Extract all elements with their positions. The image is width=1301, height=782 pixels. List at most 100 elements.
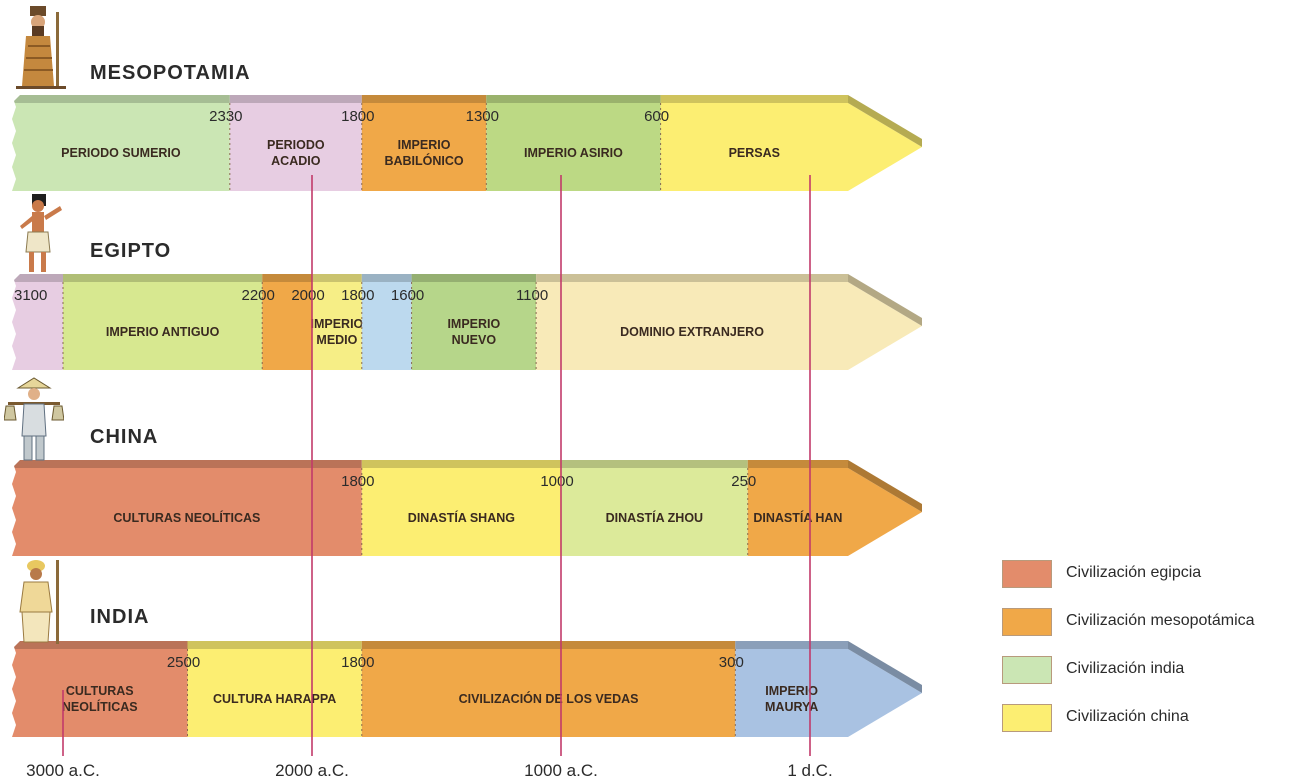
year-label: 1000 [540,473,573,490]
period-segment [229,103,362,191]
legend-item: Civilización egipcia [1002,560,1301,590]
period-segment-top [361,95,487,103]
period-segment [12,103,230,191]
period-segment-top [12,641,188,649]
arrow-tip-top [848,274,922,326]
period-segment-top [660,95,848,103]
period-label: DINASTÍA ZHOU [606,510,703,525]
axis-tick-label: 1000 a.C. [524,761,598,780]
legend-item: Civilización india [1002,656,1301,686]
period-segment [361,103,487,191]
period-segment [12,649,188,737]
period-label: CULTURAS [66,684,134,698]
title-china: CHINA [90,426,159,448]
title-india: INDIA [90,606,150,628]
indian-figure-icon [19,560,59,644]
torn-edge [8,641,16,737]
legend-label: Civilización egipcia [1066,564,1202,581]
year-label: 3100 [14,287,47,304]
axis-tick-label: 1 d.C. [787,761,832,780]
period-label: IMPERIO [398,138,451,152]
title-egipto: EGIPTO [90,240,172,262]
period-segment-top [12,274,63,282]
period-label: DOMINIO EXTRANJERO [620,325,764,339]
torn-edge [8,274,16,370]
timeline-mesopotamia: PERIODO SUMERIOPERIODOACADIOIMPERIOBABIL… [8,95,922,191]
period-segment [735,649,922,737]
period-segment-top [262,274,312,282]
period-segment-top [411,274,537,282]
legend-item: Civilización china [1002,704,1301,734]
period-label: PERIODO [267,138,325,152]
timeline-egipto: IMPERIO ANTIGUO IMPERIO MEDIO IMPERIO NUEVO D… [8,274,922,370]
period-segment [747,468,922,556]
legend-swatch-china [1002,704,1052,732]
period-label: NUEVO [452,333,497,347]
period-segment [660,103,922,191]
period-segment-top [12,95,230,103]
period-label: PERIODO SUMERIO [61,146,181,160]
axis-tick-label: 2000 a.C. [275,761,349,780]
legend-label: Civilización china [1066,708,1189,725]
period-segment [262,282,312,370]
legend-label: Civilización mesopotámica [1066,612,1255,629]
mesopotamian-figure-icon [16,6,66,89]
period-segment [411,282,537,370]
year-label: 300 [719,654,744,671]
legend-label: Civilización india [1066,660,1185,677]
period-segment-top [561,460,748,468]
period-label: NEOLÍTICAS [62,699,138,714]
period-label: BABILÓNICO [384,153,463,168]
period-label: MEDIO [316,333,357,347]
year-label: 1600 [391,287,424,304]
arrow-tip-top [848,460,922,512]
period-segment-top [361,274,412,282]
legend-swatch-mesopotamica [1002,608,1052,636]
year-label: 2500 [167,654,200,671]
torn-edge [8,460,16,556]
legend-swatch-egipcia [1002,560,1052,588]
axis-tick-label: 3000 a.C. [26,761,100,780]
year-label: 2000 [291,287,324,304]
period-segment-top [312,274,362,282]
year-label: 2330 [209,108,242,125]
torn-edge [8,95,16,191]
year-label: 600 [644,108,669,125]
period-segment-top [735,641,848,649]
period-segment [12,282,63,370]
legend-item: Civilización mesopotámica [1002,608,1301,638]
period-segment [63,282,263,370]
year-label: 1100 [516,287,548,304]
timeline-bars: PERIODO SUMERIOPERIODOACADIOIMPERIOBABIL… [8,95,922,737]
period-segment [12,468,362,556]
period-label: IMPERIO [311,317,364,331]
year-label: 1800 [341,287,374,304]
period-label: DINASTÍA SHANG [408,510,515,525]
period-label: IMPERIO [765,684,818,698]
period-segment [361,282,412,370]
period-segment-top [361,460,561,468]
chinese-figure-icon [4,377,64,461]
period-segment [361,649,736,737]
period-segment [536,282,922,370]
period-label: MAURYA [765,700,818,714]
vertical-guide-lines [62,175,811,756]
period-segment-top [187,641,362,649]
egyptian-figure-icon [20,194,62,272]
period-label: CULTURA HARAPPA [213,692,336,706]
period-label: IMPERIO [447,317,500,331]
arrow-tip-top [848,95,922,147]
period-segment-top [747,460,848,468]
period-segment [486,103,661,191]
year-label: 1800 [341,108,374,125]
period-segment [561,468,748,556]
period-label: IMPERIO ANTIGUO [106,325,220,339]
legend-swatch-india [1002,656,1052,684]
year-label: 2200 [242,287,275,304]
period-segment-top [361,641,736,649]
period-label: IMPERIO ASIRIO [524,146,623,160]
period-segment [361,468,561,556]
arrow-tip-top [848,641,922,693]
period-segment-top [12,460,362,468]
